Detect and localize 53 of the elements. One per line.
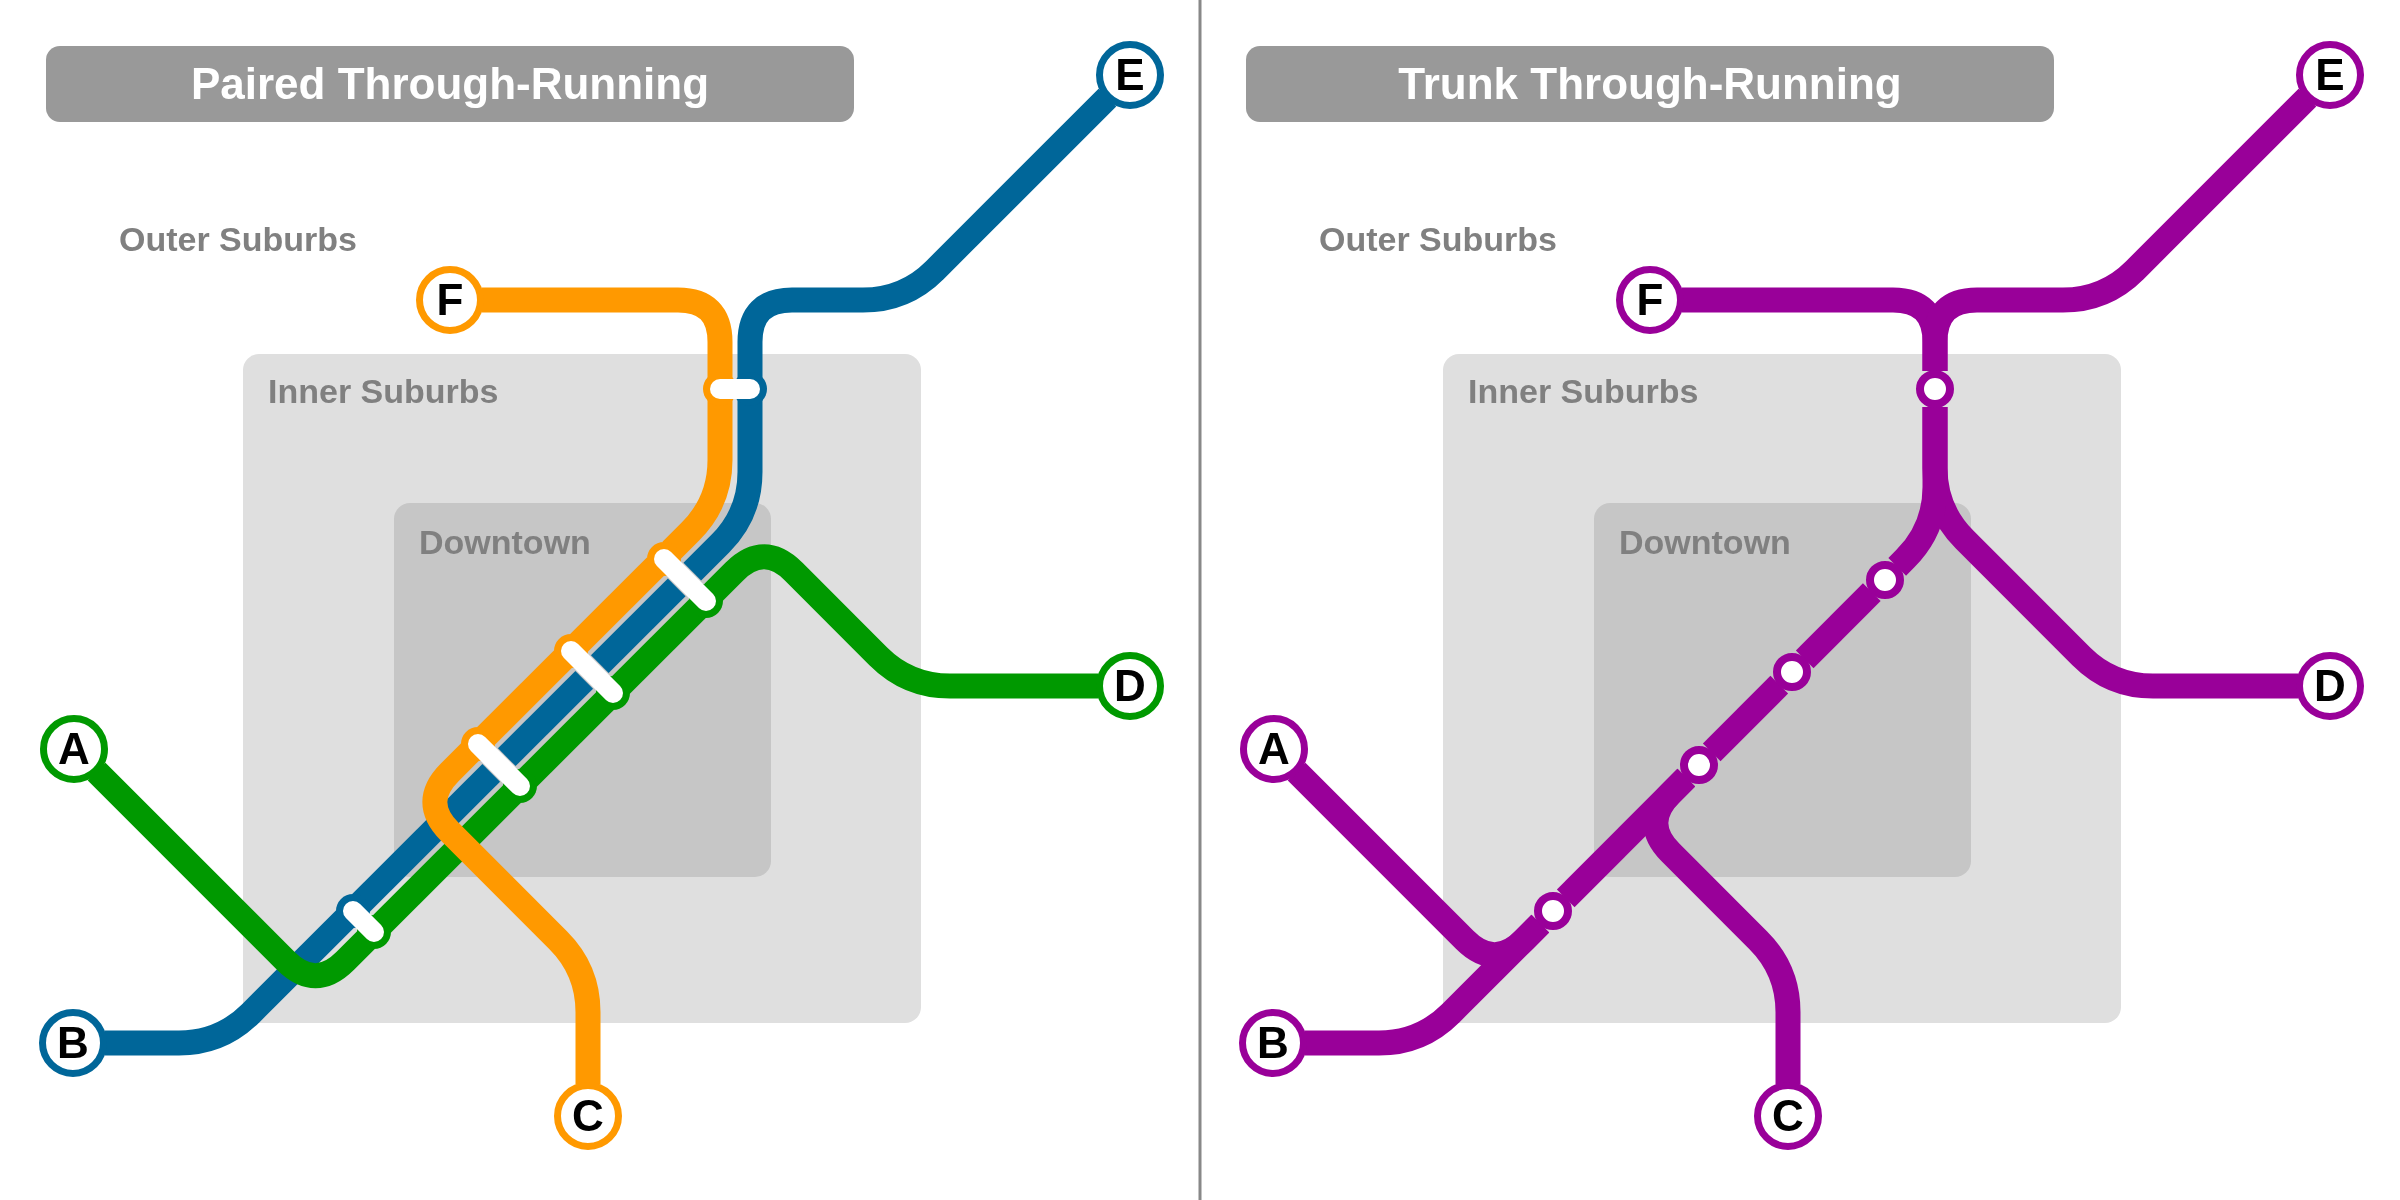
metro-line (1922, 88, 2317, 371)
metro-line (518, 691, 615, 788)
metro-line (1305, 914, 1550, 1056)
metro-line (737, 88, 1117, 378)
metro-line (105, 909, 355, 1056)
metro-line (704, 544, 1098, 699)
metro-line (569, 557, 665, 653)
station-marker (646, 541, 723, 618)
metro-line (1702, 675, 1789, 762)
zone-label: Downtown (419, 525, 591, 559)
metro-line (476, 649, 573, 746)
terminus-marker: F (1616, 266, 1684, 334)
terminus-marker: C (554, 1082, 622, 1150)
zone-label: Downtown (1619, 525, 1791, 559)
terminus-marker: E (2296, 41, 2364, 109)
station-marker (1680, 746, 1718, 784)
terminus-marker: B (1239, 1009, 1307, 1077)
title-banner: Paired Through-Running (46, 46, 854, 122)
metro-line (662, 400, 733, 560)
title-banner: Trunk Through-Running (1246, 46, 2054, 122)
zone-label: Outer Suburbs (1319, 222, 1558, 256)
station-marker (554, 634, 630, 710)
metro-line (611, 599, 707, 695)
zone-label: Inner Suburbs (1468, 374, 1699, 408)
metro-line (87, 762, 376, 988)
zone-area (1443, 354, 2121, 1023)
metro-line (1888, 407, 1948, 576)
terminus-marker: E (1096, 41, 1164, 109)
station-marker (1865, 560, 1904, 599)
station-marker (336, 894, 391, 949)
metro-line (422, 742, 601, 1084)
metro-line (351, 763, 501, 913)
metro-line (1795, 583, 1881, 669)
station-marker (1534, 892, 1572, 930)
zone-label: Inner Suburbs (268, 374, 499, 408)
metro-line (482, 287, 733, 378)
metro-line (590, 578, 686, 674)
terminus-marker: D (1096, 652, 1164, 720)
terminus-marker: C (1754, 1082, 1822, 1150)
zone-label: Outer Suburbs (119, 222, 358, 256)
metro-line (372, 784, 522, 934)
zone-area (1594, 503, 1971, 877)
terminus-marker: F (416, 266, 484, 334)
terminus-marker: B (39, 1009, 107, 1077)
metro-line (683, 400, 763, 581)
station-marker (461, 727, 537, 803)
station-marker (1773, 653, 1811, 691)
terminus-marker: A (40, 715, 108, 783)
metro-line (1556, 768, 1696, 908)
station-marker (1916, 370, 1954, 408)
terminus-marker: D (2296, 652, 2364, 720)
terminus-marker: A (1240, 715, 1308, 783)
metro-line (497, 670, 594, 767)
